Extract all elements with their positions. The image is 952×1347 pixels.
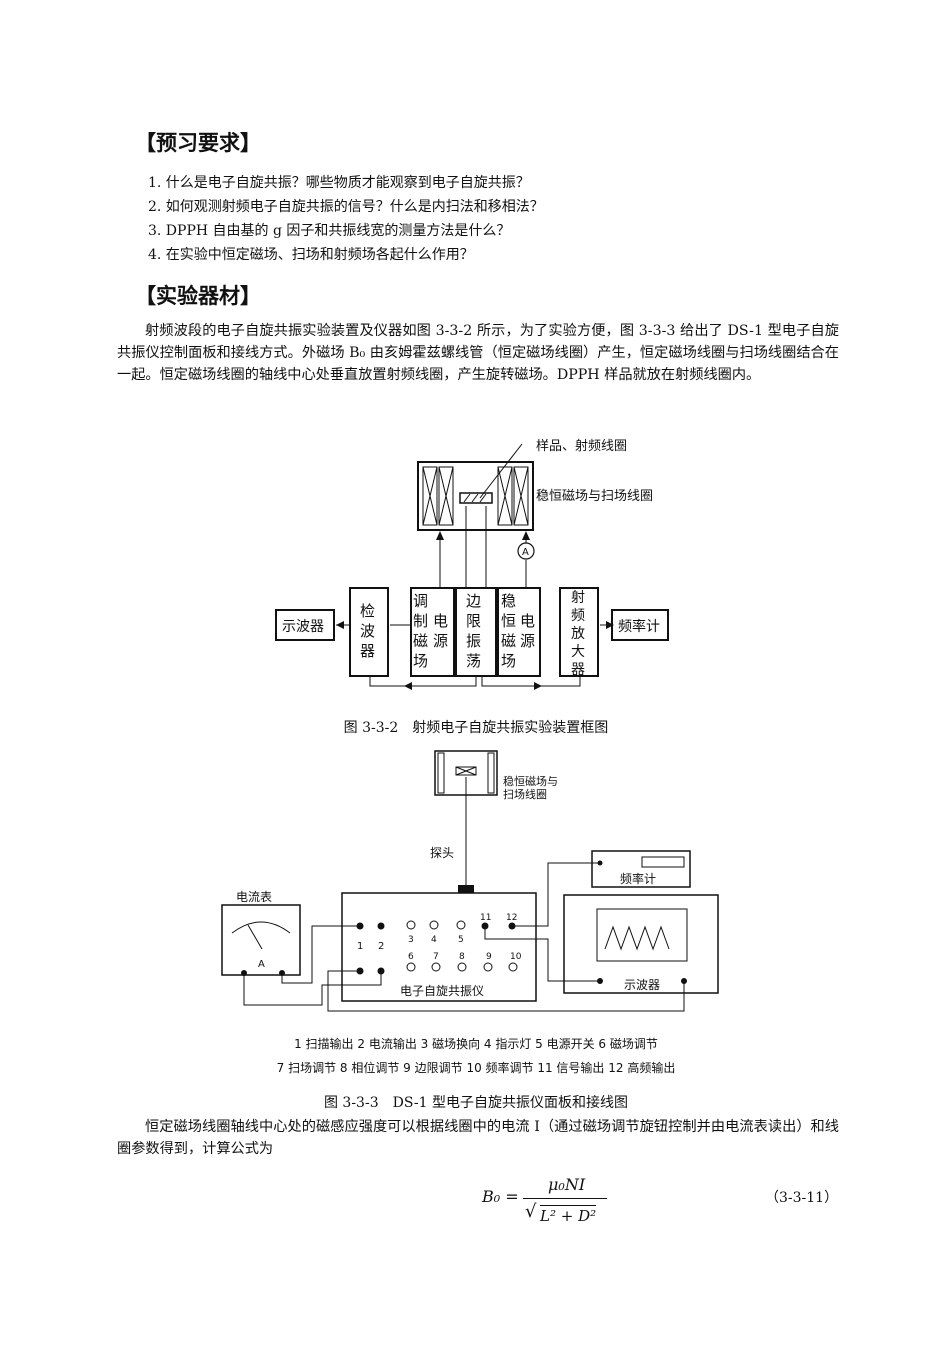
formula-denominator: L² + D² xyxy=(540,1205,597,1225)
ammeter-label: 电流表 xyxy=(236,890,272,904)
svg-text:9: 9 xyxy=(486,952,492,962)
svg-text:稳: 稳 xyxy=(501,592,516,610)
svg-text:器: 器 xyxy=(360,642,375,660)
label-sample-rf-coil: 样品、射频线圈 xyxy=(536,438,627,454)
svg-text:恒: 恒 xyxy=(501,612,516,630)
svg-text:示波器: 示波器 xyxy=(282,619,324,635)
fraction-bar xyxy=(523,1198,607,1199)
formula-lhs: B₀ = xyxy=(482,1187,519,1206)
section-title-equipment: 【实验器材】 xyxy=(135,284,261,308)
svg-text:荡: 荡 xyxy=(466,652,481,670)
oscilloscope-box xyxy=(275,609,335,641)
svg-text:A: A xyxy=(522,547,529,558)
svg-text:振: 振 xyxy=(466,632,481,650)
svg-text:A: A xyxy=(258,959,265,970)
svg-text:稳恒磁场与: 稳恒磁场与 xyxy=(503,774,558,788)
svg-text:波: 波 xyxy=(360,622,375,640)
sample-holder xyxy=(459,492,493,504)
svg-text:1: 1 xyxy=(357,941,363,952)
svg-text:频率计: 频率计 xyxy=(620,871,656,886)
svg-text:2: 2 xyxy=(378,941,384,952)
oscilloscope-device xyxy=(563,894,719,994)
svg-text:制: 制 xyxy=(413,612,428,630)
svg-text:示波器: 示波器 xyxy=(624,978,660,992)
svg-text:电: 电 xyxy=(520,612,535,630)
svg-text:电子自旋共振仪: 电子自旋共振仪 xyxy=(400,984,484,998)
formula-numerator: μ₀NI xyxy=(548,1175,586,1194)
svg-text:边: 边 xyxy=(466,592,481,610)
steady-supply-label: 稳 恒 磁 场 电 源 xyxy=(501,592,535,670)
svg-text:磁: 磁 xyxy=(413,632,428,650)
svg-text:场: 场 xyxy=(501,652,516,670)
svg-text:大: 大 xyxy=(571,644,585,660)
steady-supply-box xyxy=(497,587,541,677)
modulation-supply-box xyxy=(410,587,455,677)
figure-3-3-3-caption: 图 3-3-3 DS-1 型电子自旋共振仪面板和接线图 xyxy=(323,1095,629,1111)
detector-box xyxy=(349,587,389,677)
svg-text:11: 11 xyxy=(480,913,491,923)
svg-text:6: 6 xyxy=(408,952,414,962)
svg-text:磁: 磁 xyxy=(501,632,516,650)
question-2: 2. 如何观测射频电子自旋共振的信号？什么是内扫法和移相法？ xyxy=(148,199,544,215)
figure-3-3-2: 样品、射频线圈 稳恒磁场与扫场线圈 A 示波器 检 波 器 调 制 磁 场 电 … xyxy=(275,438,669,690)
svg-text:放: 放 xyxy=(571,626,585,642)
rf-amplifier-box xyxy=(559,587,599,677)
svg-text:调: 调 xyxy=(413,592,428,610)
svg-text:检: 检 xyxy=(360,602,375,620)
probe-label: 探头 xyxy=(430,846,454,860)
svg-text:器: 器 xyxy=(571,662,585,678)
detector-label: 检 波 器 xyxy=(360,602,375,660)
equation-number: （3-3-11） xyxy=(765,1190,839,1206)
svg-text:3: 3 xyxy=(408,935,414,945)
figure-3-3-2-caption: 图 3-3-2 射频电子自旋共振实验装置框图 xyxy=(343,720,609,736)
figure-3-3-3-legend-2: 7 扫场调节 8 相位调节 9 边限调节 10 频率调节 11 信号输出 12 … xyxy=(276,1061,676,1075)
equipment-paragraph: 射频波段的电子自旋共振实验装置及仪器如图 3-3-2 所示，为了实验方便，图 3… xyxy=(117,323,839,383)
svg-text:10: 10 xyxy=(510,952,522,962)
svg-text:电: 电 xyxy=(433,612,448,630)
svg-text:5: 5 xyxy=(458,935,464,945)
frequency-meter-device xyxy=(591,850,691,888)
figure-3-3-3: 稳恒磁场与 扫场线圈 探头 频率计 电流表 A 电子自旋共振仪 1 2 3 4 … xyxy=(221,750,719,1012)
probe-connector xyxy=(458,885,474,893)
rf-amplifier-label: 射 频 放 大 器 xyxy=(571,590,585,678)
question-3: 3. DPPH 自由基的 g 因子和共振线宽的测量方法是什么？ xyxy=(148,223,511,239)
question-4: 4. 在实验中恒定磁场、扫场和射频场各起什么作用？ xyxy=(148,247,474,263)
svg-text:4: 4 xyxy=(431,935,437,945)
svg-text:场: 场 xyxy=(413,652,428,670)
section-title-preview: 【预习要求】 xyxy=(135,131,261,155)
ammeter-device xyxy=(221,904,301,976)
oscillator-label: 边 限 振 荡 . xyxy=(466,592,481,670)
frequency-meter-box xyxy=(611,609,669,641)
sqrt-sign: √ xyxy=(525,1201,537,1222)
label-steady-sweep-coil: 稳恒磁场与扫场线圈 xyxy=(536,488,653,504)
figure-3-3-3-legend-1: 1 扫描输出 2 电流输出 3 磁场换向 4 指示灯 5 电源开关 6 磁场调节 xyxy=(294,1037,658,1051)
svg-text:8: 8 xyxy=(459,952,465,962)
svg-text:源: 源 xyxy=(433,632,448,650)
svg-text:射: 射 xyxy=(571,590,585,606)
svg-text:频: 频 xyxy=(571,608,585,624)
svg-text:扫场线圈: 扫场线圈 xyxy=(503,787,547,801)
question-1: 1. 什么是电子自旋共振？哪些物质才能观察到电子自旋共振？ xyxy=(148,175,530,191)
svg-text:12: 12 xyxy=(506,913,517,923)
panel-knobs xyxy=(406,920,466,930)
svg-text:源: 源 xyxy=(520,632,535,650)
svg-text:限: 限 xyxy=(466,612,481,630)
svg-text:7: 7 xyxy=(433,952,439,962)
esr-instrument xyxy=(341,892,537,1002)
coil-assembly xyxy=(417,461,534,531)
modulation-supply-label: 调 制 磁 场 电 源 xyxy=(413,592,448,670)
svg-text:频率计: 频率计 xyxy=(618,618,660,635)
body-paragraph: 恒定磁场线圈轴线中心处的磁感应强度可以根据线圈中的电流 I（通过磁场调节旋钮控制… xyxy=(117,1119,839,1157)
